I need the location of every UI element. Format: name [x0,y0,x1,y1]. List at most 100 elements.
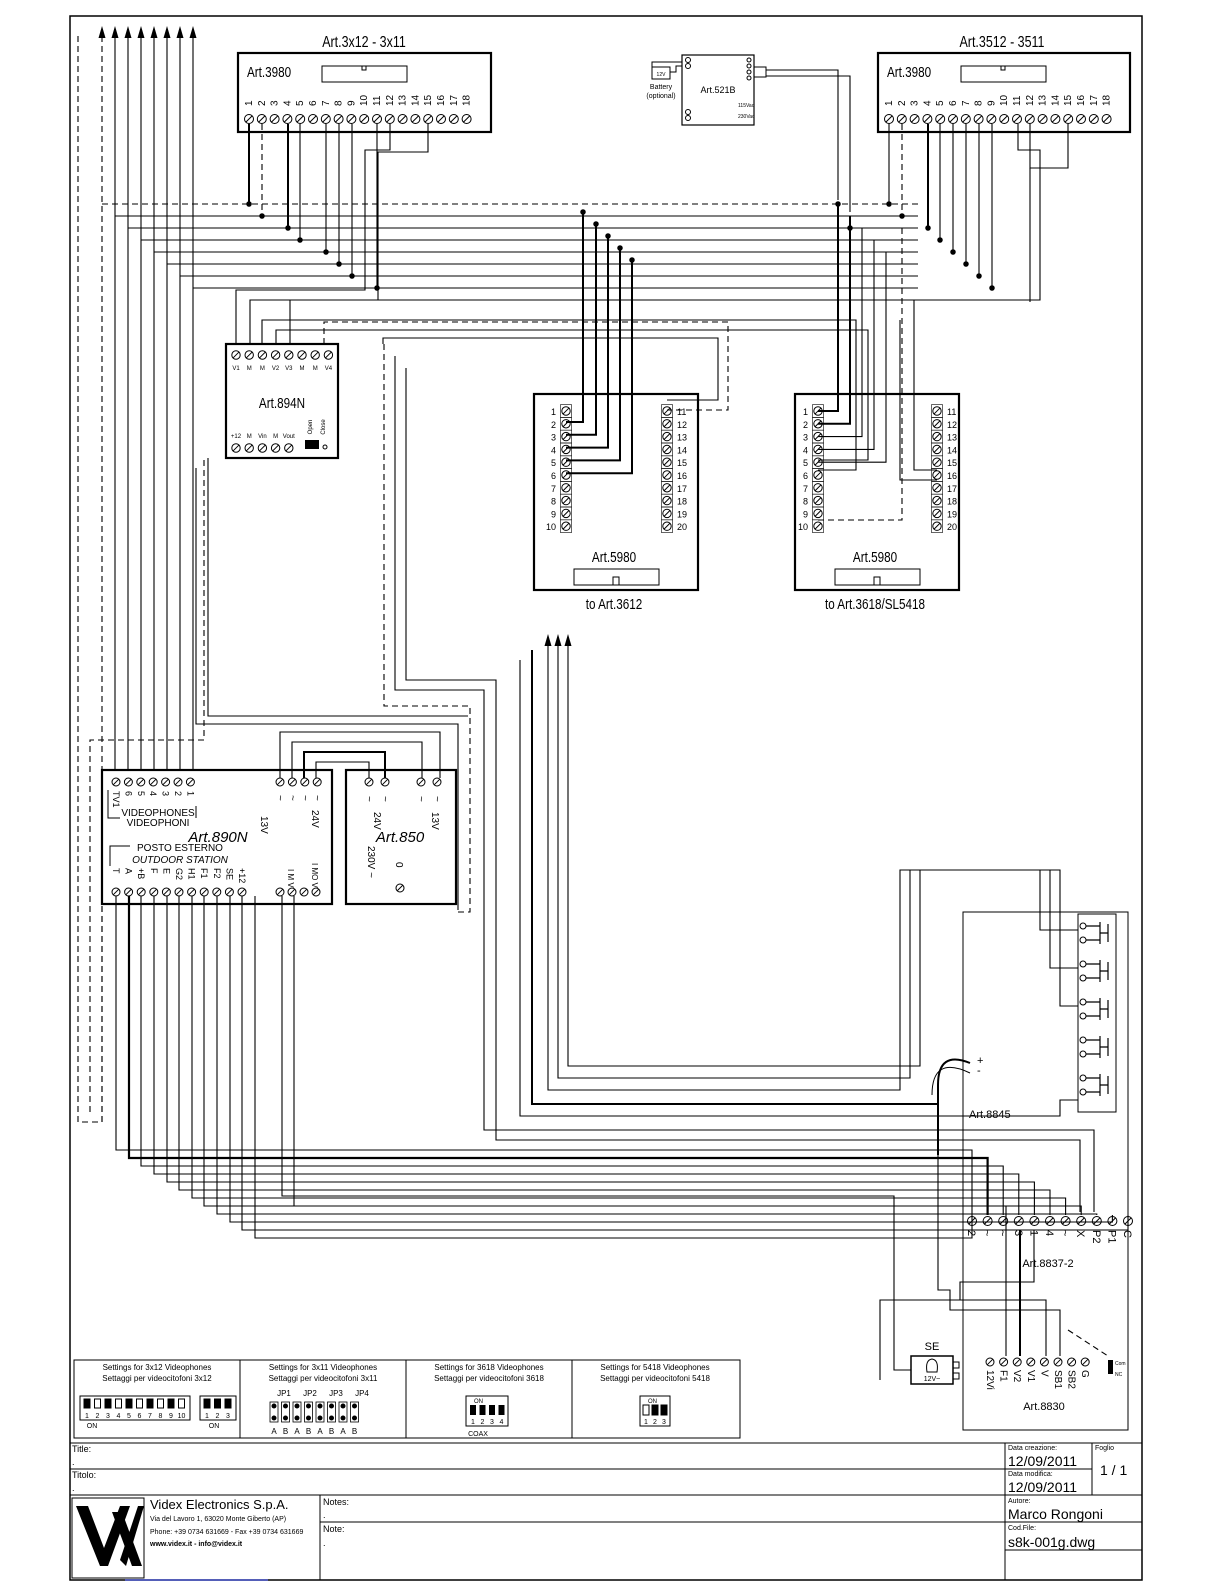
screw-terminal [662,483,672,493]
terminal-label: 14 [947,445,957,455]
svg-text:I MO V: I MO V [310,863,319,889]
terminal-label: 2 [897,100,908,106]
screw-terminal [284,443,294,453]
terminal-label: M [273,434,278,440]
screw-terminal [123,777,133,787]
se-lock-release: SE 12V~ [910,1341,960,1385]
terminal-label: 1 [244,100,255,106]
cable-arrows [98,26,572,646]
terminal-label: 6 [948,100,959,106]
svg-text:5: 5 [127,1413,131,1420]
coax-label: COAX [468,1431,488,1438]
terminal-label: 3 [910,100,921,106]
right-3980-box [876,51,1132,134]
screw-terminal [932,406,942,416]
terminal-label: 8 [974,100,985,106]
author-name: Marco Rongoni [1008,1506,1103,1522]
terminal-label: C [1121,1230,1133,1238]
screw-terminal [212,887,222,897]
terminal-label: 14 [1050,94,1061,106]
svg-text:2: 2 [481,1419,485,1426]
screw-terminal [813,495,823,506]
screw-terminal [1012,1357,1022,1367]
svg-text:1: 1 [85,1413,89,1420]
screw-terminal [662,431,672,442]
svg-text:3: 3 [106,1413,110,1420]
distributor-name: Art.894N [259,395,305,412]
svg-text:1: 1 [205,1413,209,1420]
left-3980-header: Art.3x12 - 3x11 [322,34,406,52]
terminal-label: 10 [359,94,370,106]
terminal-label: 9 [986,100,997,106]
screw-terminal [662,470,672,480]
terminal-label: 5 [136,791,146,796]
terminal-label: 6 [551,471,556,481]
terminal-label: 2 [173,791,183,796]
drawing-frame [69,15,1143,1581]
terminal-label: 11 [947,407,956,417]
wiring [77,36,1129,1380]
screw-terminal [662,406,672,416]
screw-terminal [813,521,823,531]
terminal-label: SB2 [1066,1370,1077,1389]
terminal-label: V4 [325,366,333,372]
terminal-label: 1 [551,407,556,417]
terminal-label: G2 [174,868,184,880]
left-3980-box [236,51,493,134]
svg-text:B: B [352,1427,357,1436]
terminal-label: 3 [551,433,556,443]
screw-terminal [269,114,280,124]
terminal-label: 17 [449,94,460,106]
settings-title: Settings for 3x12 Videophones [103,1363,212,1372]
company-address: Via del Lavoro 1, 63020 Monte Giberto (A… [150,1516,287,1523]
terminal-label: M [313,366,318,372]
screw-terminal [561,483,571,493]
svg-text:1: 1 [644,1419,648,1426]
pushbutton [1079,998,1109,1020]
terminal-label: ~ [996,1230,1008,1236]
terminal-label: 18 [677,497,687,507]
pushbuttons-8845: Art.8845 + - [931,913,1117,1155]
svg-text:A: A [294,1427,300,1436]
svg-text:2: 2 [653,1419,657,1426]
screw-terminal [320,114,331,124]
terminal-label: 13 [947,433,957,443]
screw-terminal [932,508,942,519]
svg-text:24V: 24V [309,810,320,828]
interface-right-caption: to Art.3618/SL5418 [825,596,925,613]
terminal-label: 10 [798,522,808,532]
terminal-label: SE [224,868,234,880]
screw-terminal [1039,1357,1049,1367]
terminal-label: ~ [431,796,442,802]
terminal-label: 5 [803,458,808,468]
terminal-label: 4 [803,445,808,455]
title-label: Title: [72,1444,92,1454]
screw-terminal [346,114,357,124]
terminal-label: 16 [436,94,447,106]
screw-terminal [985,1357,995,1367]
terminal-label: 3 [803,433,808,443]
terminal-label: 12 [385,94,396,106]
terminal-label: V1 [232,366,240,372]
screw-terminal [461,114,472,124]
svg-text:13V: 13V [429,812,440,830]
on-label: ON [474,1399,483,1405]
screw-terminal [1050,114,1061,124]
terminal-label: 20 [947,522,957,532]
right-3980-header: Art.3512 - 3511 [960,34,1045,52]
screw-terminal [364,777,374,787]
company-web: www.videx.it - info@videx.it [150,1541,243,1548]
up-arrow-icon [189,26,197,38]
company-name: Videx Electronics S.p.A. [150,1497,289,1512]
svg-text:Com: Com [1115,1361,1126,1367]
screw-terminal [410,114,421,124]
terminal-label: 9 [551,509,556,519]
settings-subtitle: Settaggi per videocitofoni 5418 [600,1374,710,1383]
terminal-label: 4 [922,100,933,106]
screw-terminal [1053,1357,1063,1367]
up-arrow-icon [176,26,184,38]
terminal-label: M [260,366,265,372]
terminal-label: 11 [677,407,686,417]
screw-terminal [932,470,942,480]
